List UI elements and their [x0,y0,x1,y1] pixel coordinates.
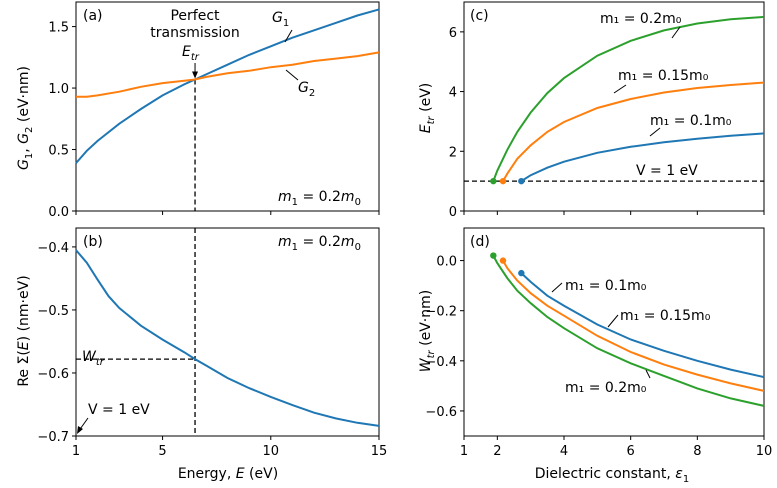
panel-a-ytick-label-3: 1.5 [48,21,69,36]
panel-c-label: (c) [470,8,489,24]
panel-d-ylabel: Wtr (eV·nm) [418,290,437,372]
panel-d-frame [463,227,765,437]
panel-d-xtick-label-4: 8 [693,444,701,459]
etr-arrow-head [192,71,199,79]
panel-b-xtick-label-1: 5 [158,444,166,459]
panel-c-v-label: V = 1 eV [636,163,698,179]
panel-d-ytick-label-1: −0.4 [425,355,457,370]
panel-c-ylabel: Etr (eV) [418,83,437,133]
panel-d: (d) Wtr (eV·nm) Dielectric constant, ε1 … [418,227,773,485]
panel-d-xtick-label-1: 2 [493,444,501,459]
g1-label: G1 [272,10,289,29]
d-leader-m02 [645,369,651,379]
panel-a: (a) G1, G2 (eV·nm) Perfect transmission … [16,1,380,220]
panel-d-series-1-start-dot [499,257,507,264]
panel-d-ytick-label-0: −0.6 [425,405,457,420]
g1-leader [284,29,293,43]
panel-d-xlabel: Dielectric constant, ε1 [535,466,689,485]
panel-b: (b) Re Σ(E) (nm·eV) Energy, E (eV) Wtr V… [16,227,388,482]
panel-a-ytick-label-0: 0.0 [48,205,69,220]
panel-d-xtick-label-5: 10 [756,444,773,459]
panel-b-ylabel: Re Σ(E) (nm·eV) [16,275,32,386]
panel-a-mass-label: m1 = 0.2m0 [278,189,361,208]
panel-c: (c) Etr (eV) V = 1 eV m₁ = 0.2m₀ m₁ = 0.… [418,1,765,220]
v-label: V = 1 eV [88,402,150,418]
panel-d-label: (d) [470,234,490,250]
c-leader-m02 [671,26,681,39]
etr-label: Etr [182,44,200,63]
g2-label: G2 [298,80,315,99]
panel-d-label-m02: m₁ = 0.2m₀ [565,380,647,396]
panel-a-series-0 [75,8,380,164]
panel-d-series-2-start-dot [490,252,497,259]
panel-c-label-m01: m₁ = 0.1m₀ [650,113,732,129]
panel-d-label-m01: m₁ = 0.1m₀ [565,278,647,294]
panel-a-ylabel: G1, G2 (eV·nm) [16,66,35,170]
panel-a-ytick-label-1: 0.5 [48,144,69,159]
perfect-transmission-label-1: Perfect [170,8,220,24]
panel-b-ytick-label-3: −0.4 [37,241,69,256]
panel-a-label: (a) [83,8,103,24]
panel-d-series-2 [492,255,765,407]
panel-d-xtick-label-3: 6 [627,444,635,459]
panel-c-series-2 [520,132,765,182]
panel-c-series-2-start-dot [518,177,525,185]
c-leader-m01 [649,127,661,137]
panel-b-ytick-label-1: −0.6 [37,367,69,382]
panel-d-series-0-start-dot [518,269,525,277]
panel-c-series-1-start-dot [499,177,507,185]
panel-c-ytick-label-1: 2 [449,145,457,160]
panel-a-frame [75,1,380,212]
panel-b-xtick-label-2: 10 [263,444,280,459]
panel-c-ytick-label-2: 4 [449,86,457,101]
g2-leader [285,69,299,81]
panel-b-xtick-label-3: 15 [371,444,388,459]
panel-b-xlabel: Energy, E (eV) [178,466,278,482]
panel-c-ytick-label-0: 0 [449,205,457,220]
panel-b-label: (b) [83,234,103,250]
c-leader-m015 [613,84,627,94]
panel-c-label-m02: m₁ = 0.2m₀ [600,11,682,27]
panel-b-xtick-label-0: 1 [72,444,80,459]
panel-d-series-1 [502,260,765,392]
wtr-label: Wtr [82,349,105,368]
panel-c-label-m015: m₁ = 0.15m₀ [618,68,709,84]
panel-b-ytick-label-2: −0.5 [37,304,69,319]
panel-c-series-0 [492,15,765,182]
panel-d-ytick-label-3: 0.0 [436,255,457,270]
panel-d-label-m015: m₁ = 0.15m₀ [620,308,711,324]
panel-d-series-0 [520,272,765,379]
panel-a-ytick-label-2: 1.0 [48,82,69,97]
d-leader-m01 [551,282,563,293]
panel-c-ytick-label-3: 6 [449,26,457,41]
d-leader-m015 [607,314,619,328]
panel-d-xtick-label-2: 4 [560,444,568,459]
panel-c-series-0-start-dot [490,177,497,185]
panel-c-frame [463,1,765,212]
panel-d-xtick-label-0: 1 [460,444,468,459]
panel-b-series-0 [75,249,380,427]
panel-b-mass-label: m1 = 0.2m0 [278,234,361,253]
v-arrow-head [77,426,83,434]
perfect-transmission-label-2: transmission [150,25,239,41]
panel-c-series-1 [502,81,765,182]
panel-d-ytick-label-2: −0.2 [425,305,457,320]
panel-b-ytick-label-0: −0.7 [37,430,69,445]
panel-a-series-1 [76,51,380,98]
panel-b-frame [75,227,380,437]
